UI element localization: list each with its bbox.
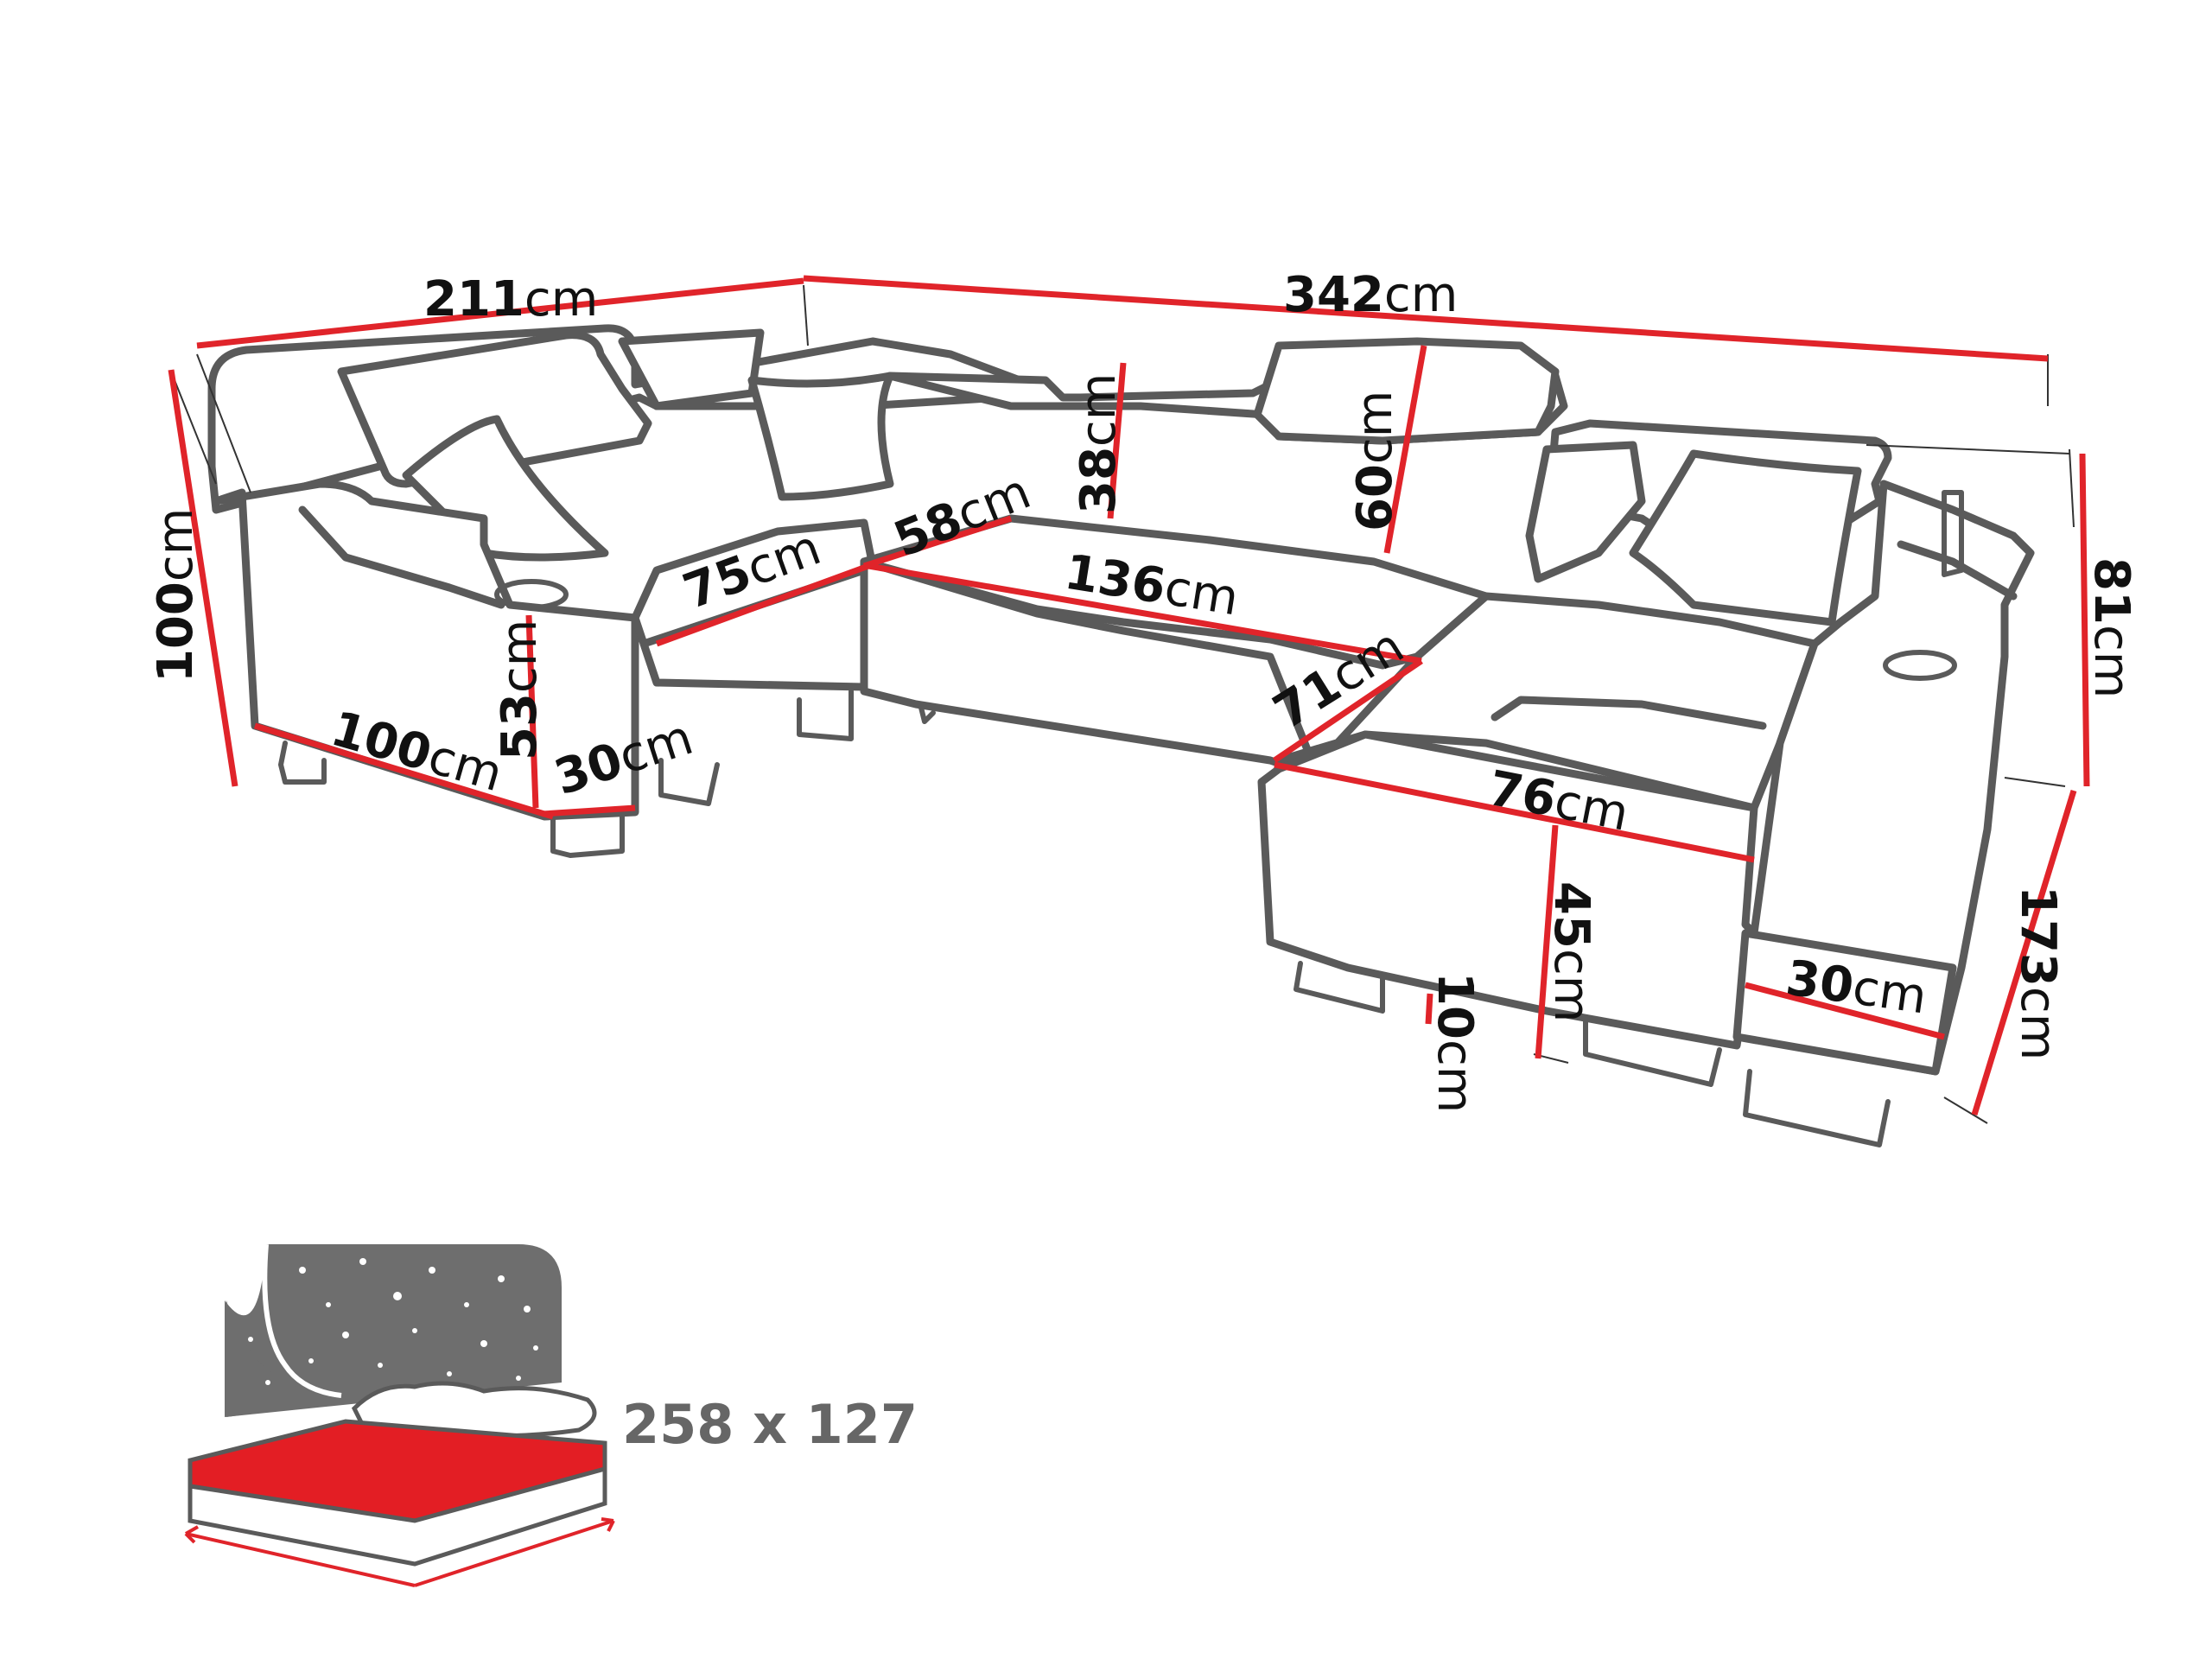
dim-line-136: [868, 563, 1422, 664]
right-armrest: [1741, 480, 2035, 1076]
right-arm-front: [1732, 929, 1957, 1076]
dim-line-76: [1274, 761, 1755, 863]
extension-lines: [172, 284, 2075, 1124]
dim-line-173: [1971, 789, 2077, 1116]
bed-with-starry-headboard-icon: [184, 1243, 615, 1587]
label-211: 211cm: [423, 271, 598, 327]
label-76: 76cm: [1484, 760, 1633, 842]
headboard-shape: [225, 1244, 562, 1417]
leg-7: [1743, 1069, 1891, 1147]
label-53: 53cm: [492, 620, 548, 760]
dimension-lines: [168, 275, 2090, 1116]
corner-pillow: [747, 372, 894, 501]
cup-holder-right: [1883, 650, 1957, 681]
dim-line-100-arm: [253, 722, 555, 820]
label-30-right: 30cm: [1783, 950, 1930, 1025]
dim-line-211: [196, 277, 804, 349]
right-headrest: [1525, 441, 1646, 583]
dim-line-75: [655, 563, 870, 647]
leg-6: [1583, 1017, 1722, 1087]
cup-holder-left: [494, 579, 569, 610]
label-81: 81cm: [2083, 557, 2139, 698]
dim-line-60: [1383, 345, 1427, 554]
right-pillow: [1629, 449, 1862, 626]
leg-8: [918, 702, 936, 724]
dim-line-342: [803, 275, 2049, 362]
chaise-front: [1257, 730, 1758, 1050]
left-headrest: [337, 331, 652, 488]
label-45: 45cm: [1543, 881, 1599, 1022]
middle-headrest: [1253, 337, 1560, 445]
right-arm-handle: [1942, 490, 1964, 577]
leg-3: [658, 758, 720, 806]
dim-line-100-height: [168, 369, 238, 787]
dim-line-81: [2079, 453, 2090, 787]
label-10: 10cm: [1427, 972, 1483, 1113]
label-173: 173cm: [2010, 886, 2066, 1060]
bed-size-label: 258 x 127: [622, 1393, 918, 1456]
label-60: 60cm: [1347, 391, 1403, 531]
dim-line-38: [1107, 362, 1127, 519]
leg-1: [278, 741, 327, 785]
dim-line-10: [1425, 993, 1433, 1025]
left-arm-top: [298, 505, 505, 609]
label-100-height: 100cm: [148, 508, 204, 683]
dim-line-53: [525, 614, 539, 809]
label-342: 342cm: [1283, 267, 1458, 323]
dim-line-58: [862, 515, 1013, 569]
dim-line-45: [1535, 824, 1559, 1059]
stars: [248, 1258, 538, 1385]
dim-line-30-right: [1745, 982, 1945, 1040]
chaise-cushion-line: [1491, 696, 1767, 730]
leg-4: [797, 689, 854, 741]
dim-line-30-left: [542, 804, 636, 817]
dim-line-71: [1273, 658, 1423, 763]
mattress-side: [188, 1465, 607, 1567]
leg-5: [1294, 961, 1385, 1014]
leg-2: [550, 814, 625, 858]
label-38: 38cm: [1071, 373, 1127, 514]
